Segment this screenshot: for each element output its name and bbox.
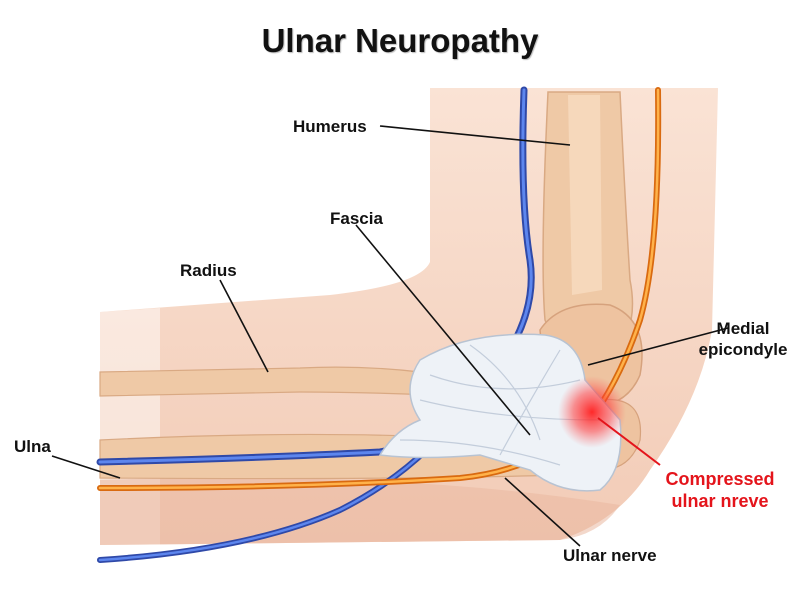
label-medial-epicondyle-line2: epicondyle (698, 340, 788, 359)
page-title: Ulnar Neuropathy (261, 22, 539, 59)
label-humerus: Humerus (293, 117, 367, 136)
compression-glow (558, 376, 626, 448)
leader-compressed (597, 417, 661, 466)
fascia-fiber-4 (469, 344, 541, 441)
radius-bone (99, 366, 431, 397)
label-medial-epicondyle-line1: Medial (716, 319, 770, 338)
label-fascia: Fascia (330, 209, 383, 228)
arm-underside (100, 477, 620, 545)
label-radius: Radius (180, 261, 237, 280)
label-compressed-line2: ulnar nreve (671, 491, 769, 511)
humerus-shaft-highlight (568, 95, 602, 295)
fascia-fiber-1 (429, 374, 581, 390)
fascia-sheath (378, 333, 622, 492)
leader-radius (219, 279, 269, 373)
label-compressed-ulnar-nerve: Compressed ulnar nreve (650, 468, 790, 512)
leader-humerus (379, 125, 571, 146)
leader-ulna (51, 455, 121, 479)
label-ulna: Ulna (14, 437, 51, 456)
label-ulnar-nerve: Ulnar nerve (563, 546, 657, 565)
fascia-fiber-3 (399, 439, 561, 466)
leader-ulnar-nerve (504, 477, 581, 547)
label-medial-epicondyle: Medial epicondyle (690, 318, 796, 360)
fascia-fiber-5 (499, 349, 561, 456)
leader-medial-epicondyle (587, 327, 729, 366)
label-compressed-line1: Compressed (665, 469, 775, 489)
leader-fascia (355, 224, 531, 436)
